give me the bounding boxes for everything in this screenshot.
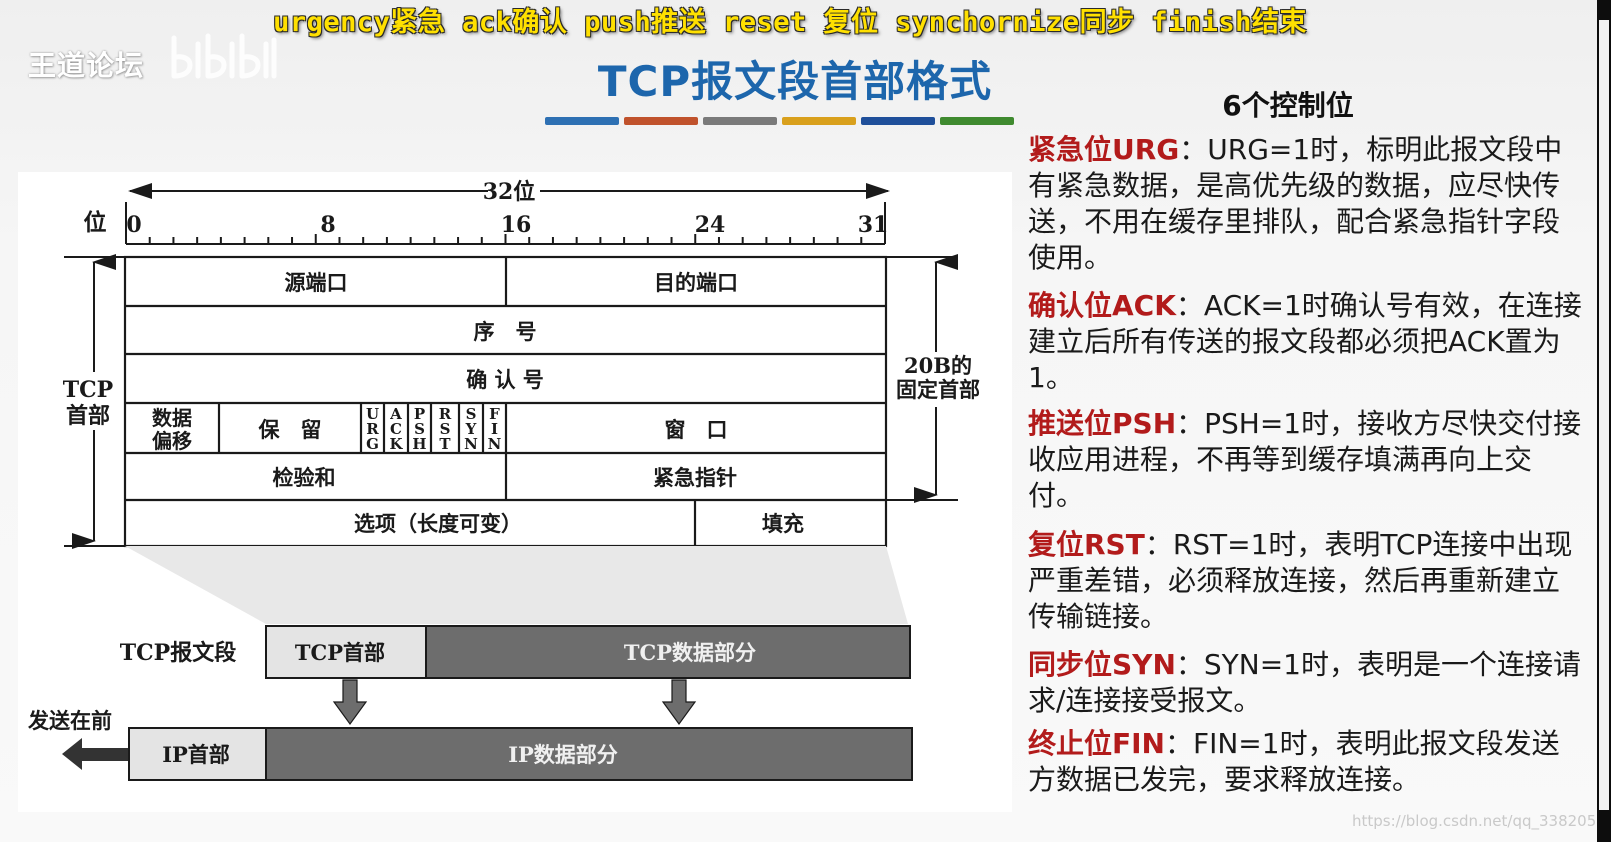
- color-bar: [545, 117, 619, 125]
- bit-tick-label: 31: [858, 212, 889, 238]
- flag-letter: S: [414, 420, 425, 438]
- flag-rst: RST: [439, 405, 452, 453]
- flag-urg: URG: [366, 405, 379, 453]
- color-bar: [940, 117, 1014, 125]
- ip-data: IP数据部分: [508, 742, 618, 767]
- control-bit-urg: 紧急位URG：URG=1时，标明此报文段中有紧急数据，是高优先级的数据，应尽快传…: [1028, 132, 1584, 276]
- flag-letter: F: [489, 405, 500, 423]
- control-bit-text: ：PSH=1时，接收方尽快交付接收应用进程，不再等到缓存填满再向上交付。: [1028, 407, 1582, 512]
- fixed-header-label-line2: 固定首部: [896, 377, 980, 402]
- control-bit-label: 终止位FIN: [1028, 727, 1165, 760]
- flag-letter: T: [439, 435, 451, 453]
- down-arrow-icon: [332, 679, 368, 726]
- control-bit-ack: 确认位ACK：ACK=1时确认号有效，在连接建立后所有传送的报文段都必须把ACK…: [1028, 288, 1584, 396]
- control-bit-label: 同步位SYN: [1028, 648, 1176, 681]
- bit-tick-label: 24: [695, 212, 726, 238]
- send-first-label: 发送在前: [27, 708, 112, 733]
- flag-letter: R: [439, 405, 452, 423]
- source-credit: https://blog.csdn.net/qq_33820545: [1352, 812, 1597, 830]
- flag-letter: P: [414, 405, 425, 423]
- control-bit-text: ：URG=1时，标明此报文段中有紧急数据，是高优先级的数据，应尽快传送，不用在缓…: [1028, 133, 1563, 274]
- watermark-text: 王道论坛: [28, 49, 145, 82]
- tcp-header-label-line2: 首部: [66, 403, 110, 429]
- segment-tcp-data: TCP数据部分: [624, 640, 756, 665]
- control-bit-psh: 推送位PSH：PSH=1时，接收方尽快交付接收应用进程，不再等到缓存填满再向上交…: [1028, 406, 1584, 514]
- control-bit-text: ：SYN=1时，表明是一个连接请求/连接接受报文。: [1028, 648, 1581, 717]
- control-bit-label: 推送位PSH: [1028, 407, 1177, 440]
- color-bar: [782, 117, 856, 125]
- flag-letter: K: [389, 435, 403, 453]
- flag-letter: S: [440, 420, 451, 438]
- flag-letter: G: [366, 435, 379, 453]
- header-table: [123, 255, 888, 548]
- control-bit-fin: 终止位FIN：FIN=1时，表明此报文段发送方数据已发完，要求释放连接。: [1028, 726, 1584, 798]
- tcp-header-diagram-panel: 32位 位 0 8 16 24 31 TCP 首部 20B的: [18, 172, 1012, 812]
- right-edge-strip: [1597, 0, 1611, 842]
- field-data-offset-line1: 数据: [152, 406, 192, 430]
- segment-tcp-header-box: [265, 625, 427, 679]
- flag-letter: U: [366, 405, 379, 423]
- field-checksum: 检验和: [273, 465, 336, 490]
- down-arrow-icon: [661, 679, 697, 726]
- bit-ticks: [125, 234, 886, 244]
- control-bit-syn: 同步位SYN：SYN=1时，表明是一个连接请求/连接接受报文。: [1028, 647, 1584, 719]
- flag-fin: FIN: [488, 405, 502, 453]
- field-data-offset-line2: 偏移: [152, 429, 192, 453]
- slide-title: TCP报文段首部格式: [597, 57, 993, 106]
- expansion-funnel: [125, 546, 908, 624]
- fixed-header-label-line1: 20B的: [904, 353, 972, 378]
- ip-header: IP首部: [162, 742, 230, 767]
- field-window: 窗 口: [665, 417, 728, 442]
- control-bit-label: 紧急位URG: [1028, 133, 1180, 166]
- field-reserved: 保 留: [258, 417, 322, 442]
- bit-tick-label: 0: [126, 212, 141, 238]
- field-padding: 填充: [762, 511, 804, 536]
- segment-tcp-data-box: [425, 625, 911, 679]
- control-bit-text: ：RST=1时，表明TCP连接中出现严重差错，必须释放连接，然后再重新建立传输链…: [1028, 528, 1573, 633]
- color-bar: [703, 117, 777, 125]
- flag-letter: I: [491, 420, 498, 438]
- flag-letter: R: [366, 420, 379, 438]
- field-urgent-pointer: 紧急指针: [653, 465, 737, 490]
- flag-letter: Y: [465, 420, 477, 438]
- control-bit-rst: 复位RST：RST=1时，表明TCP连接中出现严重差错，必须释放连接，然后再重新…: [1028, 527, 1584, 635]
- flag-letter: N: [488, 435, 502, 453]
- field-dst-port: 目的端口: [654, 270, 738, 295]
- tcp-header-diagram: 32位 位 0 8 16 24 31 TCP 首部 20B的: [27, 179, 980, 781]
- flag-letter: A: [389, 405, 402, 423]
- control-bits-heading: 6个控制位: [1222, 89, 1354, 122]
- control-bit-label: 确认位ACK: [1028, 289, 1176, 322]
- flag-ack: ACK: [389, 405, 403, 453]
- flag-letter: H: [412, 435, 426, 453]
- segment-tcp-header: TCP首部: [295, 640, 385, 665]
- field-seq: 序 号: [474, 319, 537, 344]
- bit-tick-label: 8: [320, 212, 335, 238]
- tcp-header-label-line1: TCP: [63, 377, 113, 403]
- control-bit-text: ：ACK=1时确认号有效，在连接建立后所有传送的报文段都必须把ACK置为1。: [1028, 289, 1582, 394]
- flag-psh: PSH: [412, 405, 426, 453]
- color-bar: [624, 117, 698, 125]
- field-src-port: 源端口: [285, 270, 348, 295]
- ip-data-box: [265, 727, 913, 781]
- control-bit-text: ：FIN=1时，表明此报文段发送方数据已发完，要求释放连接。: [1028, 727, 1560, 796]
- bit-tick-label: 16: [501, 212, 532, 238]
- segment-label: TCP报文段: [120, 640, 236, 666]
- flag-letter: S: [466, 405, 477, 423]
- field-ack-num: 确 认 号: [466, 367, 544, 392]
- flag-syn: SYN: [464, 405, 478, 453]
- field-options: 选项（长度可变）: [354, 511, 522, 536]
- color-bar: [861, 117, 935, 125]
- bilibili-logo-icon: [171, 33, 277, 79]
- control-bit-label: 复位RST: [1028, 528, 1145, 561]
- bit-axis-label: 位: [84, 209, 107, 236]
- flag-letter: C: [390, 420, 402, 438]
- flag-letter: N: [464, 435, 478, 453]
- left-arrow-icon: [62, 738, 129, 770]
- video-subtitle: urgency紧急 ack确认 push推送 reset 复位 synchorn…: [273, 7, 1307, 38]
- scroll-thumb: [1599, 20, 1609, 810]
- width-label: 32位: [483, 179, 536, 205]
- ip-header-box: [128, 727, 267, 781]
